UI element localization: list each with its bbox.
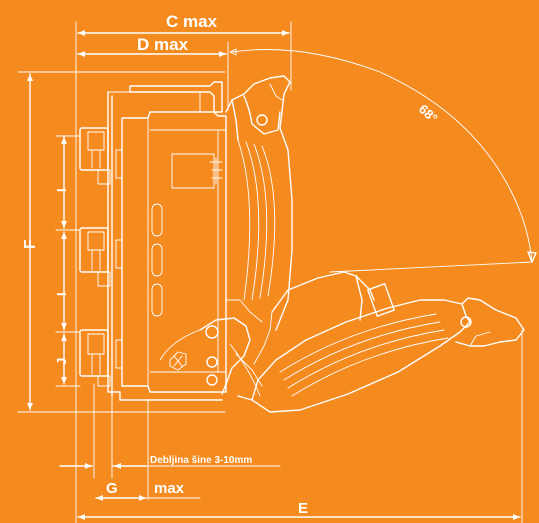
dimension-rail-thickness: Debljina šine 3-10mm [59, 383, 281, 501]
dimension-e: E [75, 329, 523, 523]
i-lower-label: I [54, 292, 69, 296]
rail-thickness-note: Debljina šine 3-10mm [150, 455, 252, 466]
dimension-c-max: C max [75, 12, 292, 401]
dimension-i-j: I I J [54, 135, 81, 387]
d-max-label: D max [137, 35, 189, 54]
e-label: E [298, 500, 308, 517]
base-housing [107, 81, 227, 401]
j-label: J [54, 358, 69, 365]
closed-lid [225, 75, 293, 331]
dimension-angle: 68° [229, 48, 537, 273]
max-label: max [154, 480, 185, 497]
g-label: G [106, 480, 118, 497]
dimension-f: F [17, 71, 226, 413]
c-max-label: C max [166, 12, 218, 31]
f-label: F [22, 239, 39, 249]
terminal-blocks [79, 127, 111, 387]
hinge-mechanism [159, 317, 263, 397]
open-lid [237, 271, 525, 413]
i-upper-label: I [54, 188, 69, 192]
dimension-d-max: D max [77, 35, 229, 111]
dimension-g-max: G max [95, 480, 201, 501]
